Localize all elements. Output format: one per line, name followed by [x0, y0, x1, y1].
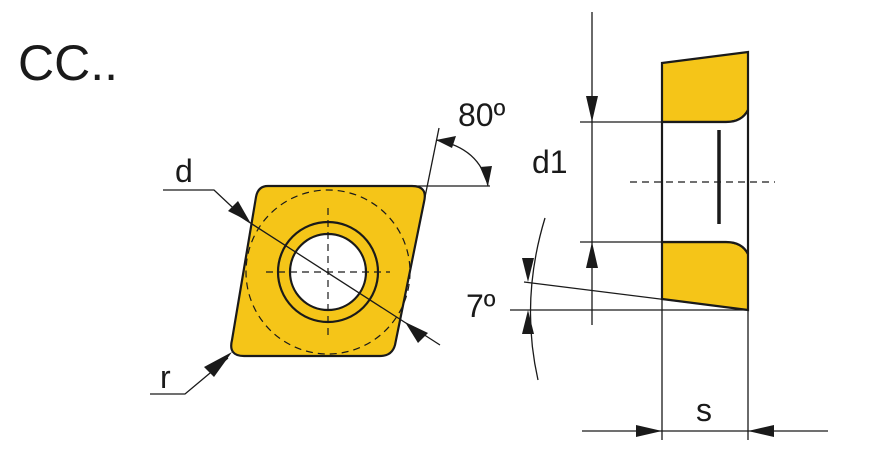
- d1-arrow-top: [586, 96, 598, 122]
- clearance-arc: [529, 217, 546, 381]
- label-s: s: [696, 392, 712, 428]
- inscribed-circle: [245, 189, 411, 355]
- label-d: d: [175, 153, 193, 189]
- clearance-line-sloped: [523, 281, 749, 311]
- label-angle-7: 7º: [466, 288, 496, 324]
- angle-arrow-top: [436, 136, 456, 148]
- front-view: d r 80º: [150, 97, 506, 395]
- angle-extension-line: [423, 127, 440, 203]
- diameter-arrow-top: [228, 201, 250, 222]
- title: CC..: [18, 35, 118, 91]
- s-arrow-right: [748, 425, 774, 437]
- diameter-arrow-bottom: [405, 322, 428, 343]
- clearance-arrow-bottom: [522, 310, 534, 334]
- side-view: d1 7º s: [466, 12, 828, 440]
- label-d1: d1: [532, 144, 568, 180]
- clearance-arrow-top: [522, 258, 534, 282]
- label-angle-80: 80º: [458, 97, 506, 133]
- label-r: r: [160, 359, 171, 395]
- angle-arc: [435, 139, 489, 187]
- s-arrow-left: [636, 425, 662, 437]
- d-leader: [163, 189, 247, 221]
- side-bottom-section: [660, 240, 750, 312]
- d1-arrow-bottom: [586, 242, 598, 268]
- side-top-section: [660, 50, 750, 124]
- angle-arrow-bottom: [480, 166, 492, 186]
- r-arrow: [204, 352, 232, 377]
